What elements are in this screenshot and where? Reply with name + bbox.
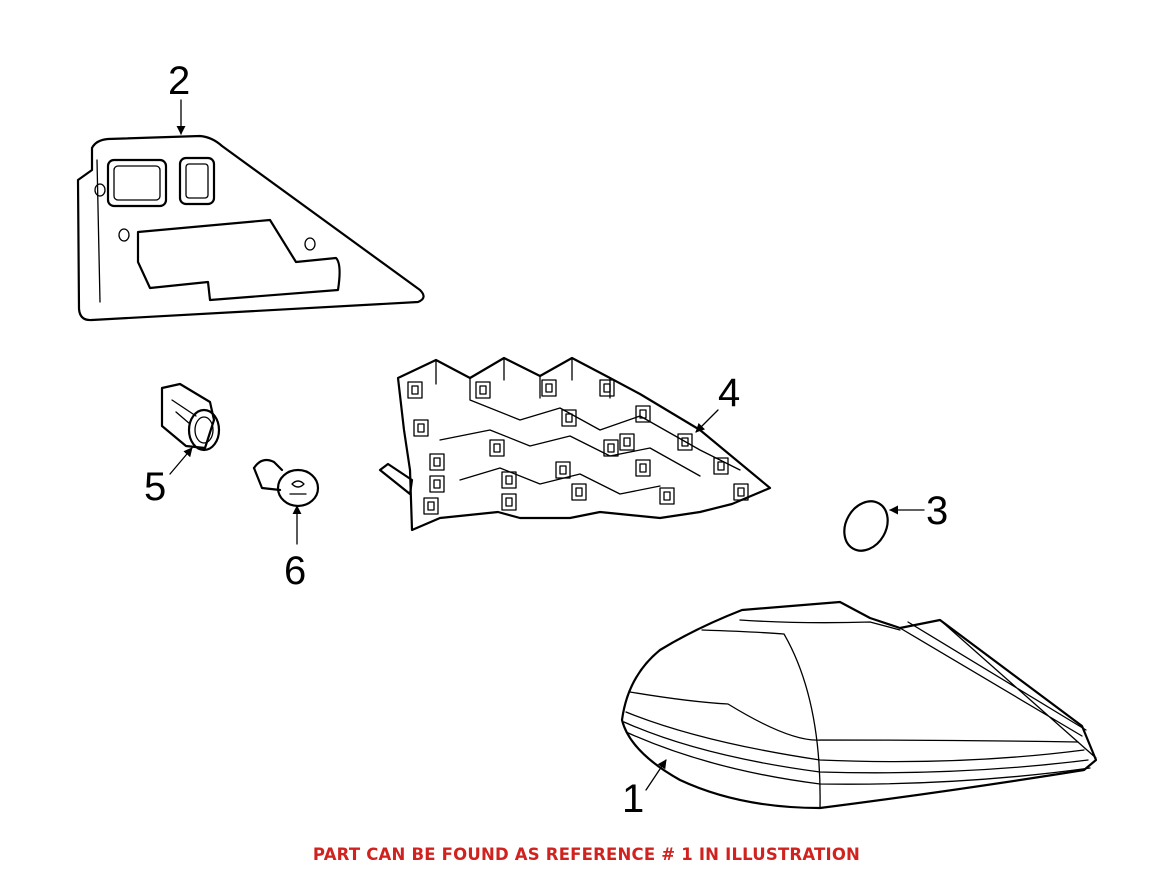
callout-arrow-1 — [645, 759, 667, 791]
bulb-icon — [252, 458, 320, 508]
callout-2: 2 — [168, 59, 190, 103]
callout-4: 4 — [718, 371, 740, 415]
tail-lamp-assembly-icon — [620, 600, 1098, 810]
callout-arrows — [169, 99, 925, 791]
callout-3: 3 — [926, 489, 948, 533]
reference-caption: PART CAN BE FOUND AS REFERENCE # 1 IN IL… — [312, 845, 861, 864]
callout-6: 6 — [284, 549, 306, 593]
callout-1: 1 — [622, 777, 644, 821]
seal-ring-icon — [843, 500, 889, 552]
callout-arrow-4 — [695, 409, 719, 433]
circuit-board-socket-icon — [378, 356, 772, 532]
bulb-socket-icon — [160, 382, 221, 452]
callout-5: 5 — [144, 465, 166, 509]
callout-arrow-5 — [169, 447, 193, 475]
lamp-housing-panel-icon — [76, 134, 425, 322]
